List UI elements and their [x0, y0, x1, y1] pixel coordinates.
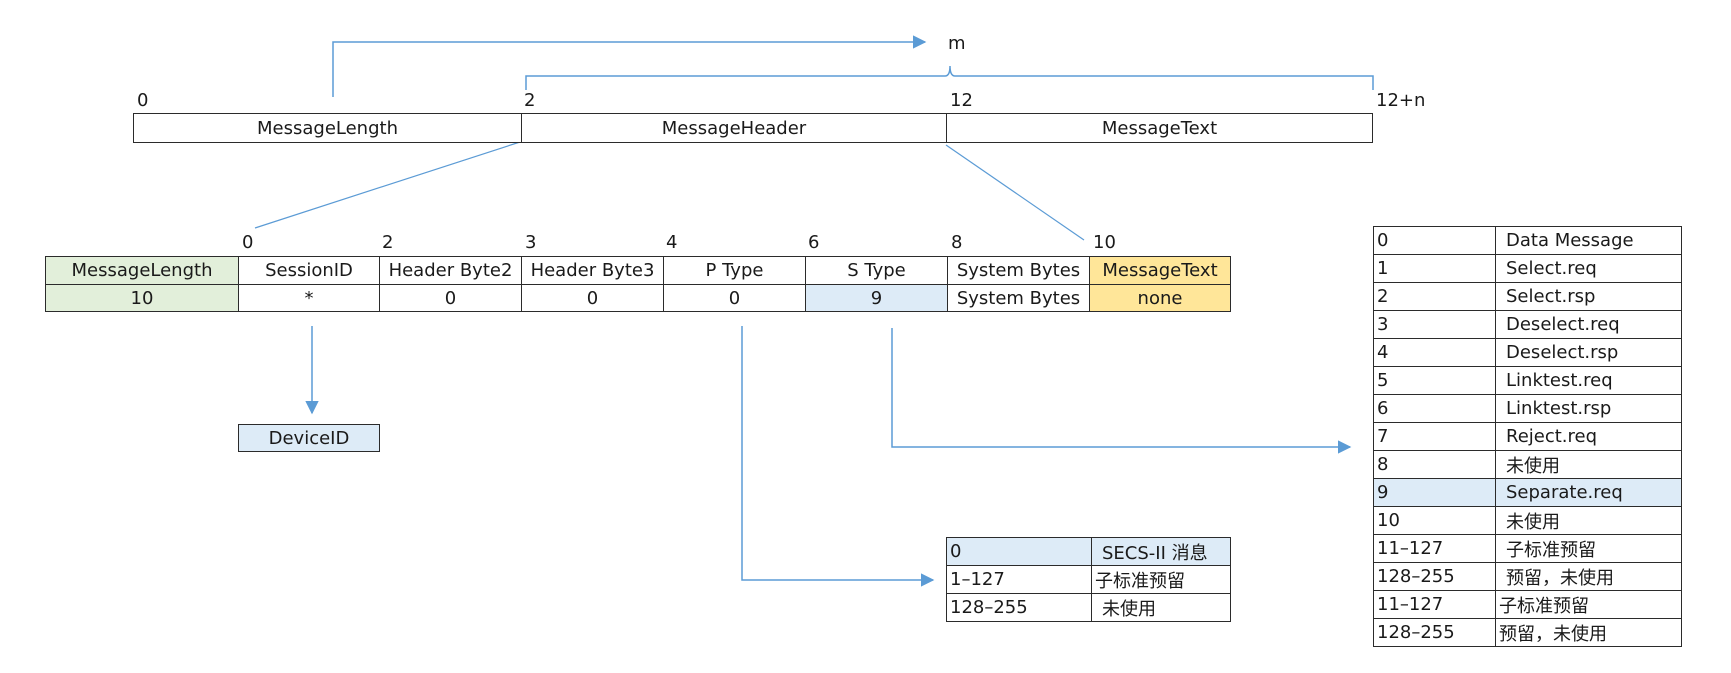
header-offset-6: 6	[808, 232, 820, 253]
stype-row-0-code: 0	[1373, 226, 1496, 255]
header-row2-header-byte2-value: 0	[379, 284, 522, 312]
stype-row-14-code: 128–255	[1373, 618, 1496, 647]
ptype-table-row-0-code: 0	[946, 537, 1092, 566]
ptype-table-row-2-meaning: 未使用	[1091, 593, 1231, 622]
header-row2-session-id-value: *	[238, 284, 380, 312]
ptype-table-row-0-meaning: SECS-II 消息	[1091, 537, 1231, 566]
header-offset-8: 8	[951, 232, 963, 253]
header-row2-p-type-value: 0	[663, 284, 806, 312]
m-label: m	[948, 33, 966, 54]
header-row1-p-type: P Type	[663, 256, 806, 285]
header-offset-0: 0	[242, 232, 254, 253]
header-row1-header-byte3: Header Byte3	[521, 256, 664, 285]
stype-row-5-code: 5	[1373, 366, 1496, 395]
stype-row-3-code: 3	[1373, 310, 1496, 339]
header-row2-header-byte3-value: 0	[521, 284, 664, 312]
stype-row-6-code: 6	[1373, 394, 1496, 423]
stype-row-9-code: 9	[1373, 478, 1496, 507]
header-offset-10: 10	[1093, 232, 1116, 253]
top-offset-2: 2	[524, 90, 536, 111]
top-offset-12: 12	[950, 90, 973, 111]
stype-row-8-code: 8	[1373, 450, 1496, 479]
length-to-m-arrow	[332, 35, 927, 97]
ptype-table-row-2-code: 128–255	[946, 593, 1092, 622]
top-offset-12-n: 12+n	[1376, 90, 1426, 111]
header-row1-header-byte2: Header Byte2	[379, 256, 522, 285]
header-offset-3: 3	[525, 232, 537, 253]
ptype-table-row-1-meaning: 子标准预留	[1091, 565, 1231, 594]
stype-row-3-meaning: Deselect.req	[1495, 310, 1682, 339]
stype-row-6-meaning: Linktest.rsp	[1495, 394, 1682, 423]
top-offset-0: 0	[137, 90, 149, 111]
header-row1-message-text: MessageText	[1089, 256, 1231, 285]
zoom-line-right	[945, 144, 1085, 241]
stype-row-12-code: 128–255	[1373, 562, 1496, 591]
header-row2-message-text-value: none	[1089, 284, 1231, 312]
zoom-line-left	[254, 141, 521, 229]
stype-row-9-meaning: Separate.req	[1495, 478, 1682, 507]
m-brace	[525, 65, 1374, 90]
stype-row-12-meaning: 预留，未使用	[1495, 562, 1682, 591]
header-row1-s-type: S Type	[805, 256, 948, 285]
stype-row-2-meaning: Select.rsp	[1495, 282, 1682, 311]
top-field-message-length: MessageLength	[133, 113, 522, 143]
top-field-message-text: MessageText	[946, 113, 1373, 143]
header-offset-2: 2	[382, 232, 394, 253]
top-field-message-header: MessageHeader	[521, 113, 947, 143]
stype-row-8-meaning: 未使用	[1495, 450, 1682, 479]
stype-row-10-code: 10	[1373, 506, 1496, 535]
ptype-table-row-1-code: 1–127	[946, 565, 1092, 594]
stype-row-7-code: 7	[1373, 422, 1496, 451]
stype-row-13-meaning: 子标准预留	[1495, 590, 1682, 619]
stype-row-13-code: 11–127	[1373, 590, 1496, 619]
header-offset-4: 4	[666, 232, 678, 253]
stype-row-11-code: 11–127	[1373, 534, 1496, 563]
stype-to-table-arrow	[891, 328, 1352, 454]
stype-row-1-meaning: Select.req	[1495, 254, 1682, 283]
stype-row-4-code: 4	[1373, 338, 1496, 367]
stype-row-14-meaning: 预留，未使用	[1495, 618, 1682, 647]
stype-row-5-meaning: Linktest.req	[1495, 366, 1682, 395]
stype-row-0-meaning: Data Message	[1495, 226, 1682, 255]
stype-row-1-code: 1	[1373, 254, 1496, 283]
header-row2-s-type-value: 9	[805, 284, 948, 312]
stype-row-10-meaning: 未使用	[1495, 506, 1682, 535]
stype-row-4-meaning: Deselect.rsp	[1495, 338, 1682, 367]
ptype-to-table-arrow	[741, 326, 935, 587]
stype-row-7-meaning: Reject.req	[1495, 422, 1682, 451]
stype-row-11-meaning: 子标准预留	[1495, 534, 1682, 563]
stype-row-2-code: 2	[1373, 282, 1496, 311]
header-row2-system-bytes-value: System Bytes	[947, 284, 1090, 312]
header-row1-system-bytes: System Bytes	[947, 256, 1090, 285]
header-row1-session-id: SessionID	[238, 256, 380, 285]
device-id-box: DeviceID	[238, 424, 380, 452]
header-row1-message-length: MessageLength	[45, 256, 239, 285]
header-row2-message-length-value: 10	[45, 284, 239, 312]
